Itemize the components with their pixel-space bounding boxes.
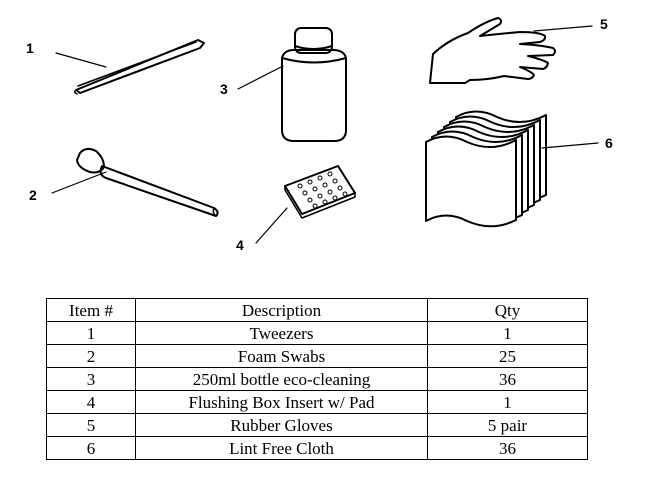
cell-item-number: 5 — [46, 413, 136, 437]
leader-line-2 — [51, 171, 107, 194]
leader-line-5 — [533, 25, 593, 32]
cell-description: Tweezers — [135, 321, 428, 345]
leader-line-3 — [237, 65, 284, 90]
cell-qty: 36 — [427, 367, 588, 391]
cell-item-number: 6 — [46, 436, 136, 460]
callout-4: 4 — [236, 237, 244, 253]
tweezers-icon — [73, 39, 205, 95]
flushing-box-pad-icon — [284, 165, 356, 219]
table-row: 3 250ml bottle eco-cleaning 36 — [46, 367, 588, 391]
cell-description: Flushing Box Insert w/ Pad — [135, 390, 428, 414]
header-description: Description — [135, 298, 428, 322]
foam-swab-icon — [76, 147, 219, 217]
kit-contents-table: Item # Description Qty 1 Tweezers 1 2 Fo… — [46, 298, 588, 460]
callout-5: 5 — [600, 16, 608, 32]
cell-qty: 1 — [427, 321, 588, 345]
callout-2: 2 — [29, 187, 37, 203]
header-item-number: Item # — [46, 298, 136, 322]
leader-line-6 — [541, 142, 599, 149]
table-row: 2 Foam Swabs 25 — [46, 344, 588, 368]
cell-qty: 5 pair — [427, 413, 588, 437]
callout-6: 6 — [605, 135, 613, 151]
cell-description: 250ml bottle eco-cleaning — [135, 367, 428, 391]
header-qty: Qty — [427, 298, 588, 322]
table-row: 6 Lint Free Cloth 36 — [46, 436, 588, 460]
cell-qty: 1 — [427, 390, 588, 414]
lint-free-cloth-icon — [425, 110, 547, 228]
leader-line-1 — [55, 52, 107, 68]
cell-item-number: 4 — [46, 390, 136, 414]
cell-qty: 25 — [427, 344, 588, 368]
cell-qty: 36 — [427, 436, 588, 460]
cell-item-number: 2 — [46, 344, 136, 368]
leader-line-4 — [255, 207, 288, 244]
table-row: 5 Rubber Gloves 5 pair — [46, 413, 588, 437]
table-row: 1 Tweezers 1 — [46, 321, 588, 345]
cell-item-number: 1 — [46, 321, 136, 345]
callout-3: 3 — [220, 81, 228, 97]
callout-1: 1 — [26, 40, 34, 56]
cell-description: Foam Swabs — [135, 344, 428, 368]
bottle-icon — [281, 27, 347, 142]
cell-item-number: 3 — [46, 367, 136, 391]
cell-description: Rubber Gloves — [135, 413, 428, 437]
table-header-row: Item # Description Qty — [46, 298, 588, 322]
glove-icon — [429, 17, 556, 84]
cell-description: Lint Free Cloth — [135, 436, 428, 460]
table-row: 4 Flushing Box Insert w/ Pad 1 — [46, 390, 588, 414]
kit-illustrations: 1 2 3 4 5 — [26, 16, 613, 253]
